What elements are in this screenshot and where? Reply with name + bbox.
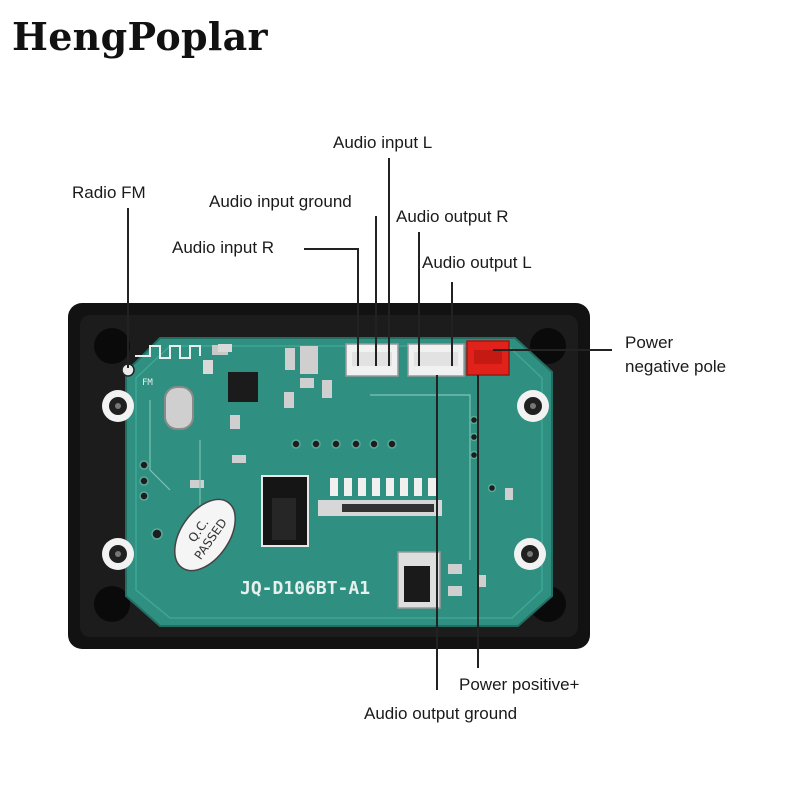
pcb-trace xyxy=(149,400,171,491)
small-component xyxy=(218,344,232,352)
label-audio-output-r: Audio output R xyxy=(396,207,508,226)
label-audio-input-ground: Audio input ground xyxy=(209,192,352,211)
sd-card-inner xyxy=(272,498,296,540)
brand-logo: HengPoplar xyxy=(12,14,268,59)
sd-contacts xyxy=(330,478,436,496)
audio-input-connector-pins xyxy=(352,352,392,366)
fm-silk-label: FM xyxy=(142,378,153,388)
mount-hole xyxy=(102,390,134,422)
mount-hole xyxy=(102,538,134,570)
label-audio-output-ground: Audio output ground xyxy=(364,704,517,723)
small-component xyxy=(300,346,318,374)
voltage-regulator-body xyxy=(404,566,430,602)
small-component xyxy=(284,392,294,408)
small-component xyxy=(322,380,332,398)
pcb-trace xyxy=(370,394,471,560)
audio-output-connector-pins xyxy=(414,352,458,366)
sd-card-rail-dark xyxy=(342,504,434,512)
small-component xyxy=(230,415,240,429)
small-component xyxy=(448,586,462,596)
small-component xyxy=(300,378,314,388)
small-component xyxy=(505,488,513,500)
antenna-trace xyxy=(135,345,201,359)
small-component xyxy=(232,455,246,463)
crystal xyxy=(164,386,194,430)
board-model: JQ-D106BT-A1 xyxy=(240,578,370,599)
mount-hole xyxy=(514,538,546,570)
leader-lines xyxy=(127,158,612,690)
via-row xyxy=(139,415,497,540)
frame-boss xyxy=(530,328,566,364)
small-component xyxy=(203,360,213,374)
mount-hole xyxy=(517,390,549,422)
main-ic xyxy=(228,372,258,402)
label-audio-output-l: Audio output L xyxy=(422,253,532,272)
leader-audio-input-r xyxy=(304,248,359,366)
label-power-negative-line1: Power xyxy=(625,333,674,352)
small-component xyxy=(448,564,462,574)
pcb-highlight xyxy=(135,345,543,619)
label-audio-input-l: Audio input L xyxy=(333,133,432,152)
power-connector-slot xyxy=(474,350,502,364)
label-power-positive: Power positive+ xyxy=(459,675,580,694)
small-component xyxy=(285,348,295,370)
label-power-negative-line2: negative pole xyxy=(625,357,726,376)
label-audio-input-r: Audio input R xyxy=(172,238,274,257)
frame-boss xyxy=(94,328,130,364)
small-component xyxy=(478,575,486,587)
label-radio-fm: Radio FM xyxy=(72,183,146,202)
frame-boss xyxy=(94,586,130,622)
small-component xyxy=(190,480,204,488)
